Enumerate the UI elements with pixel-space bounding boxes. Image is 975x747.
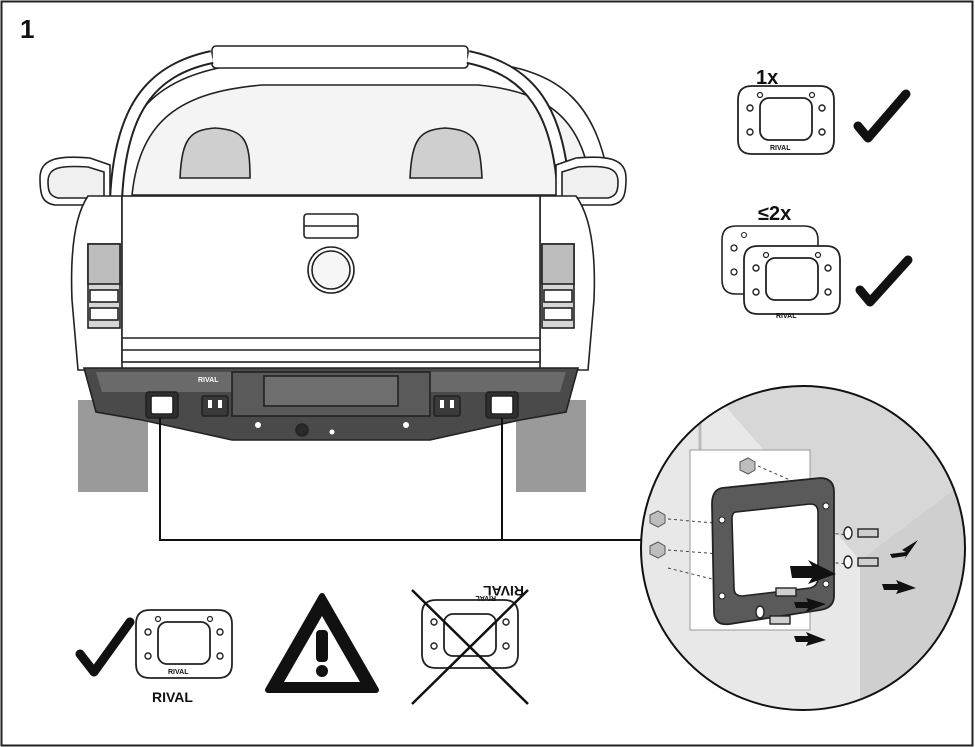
correct-orientation-plate bbox=[135, 609, 233, 679]
truck-rear-view bbox=[39, 45, 627, 492]
step-number: 1 bbox=[20, 14, 34, 44]
stacked-plates-icon bbox=[721, 225, 841, 315]
single-plate-count: 1x bbox=[756, 67, 778, 89]
brand-logo-text: RIVAL bbox=[152, 689, 193, 705]
incorrect-orientation-plate bbox=[411, 589, 529, 705]
single-plate-icon bbox=[737, 85, 835, 155]
incorrect-brand-logo-text: RIVAL bbox=[483, 583, 524, 599]
bumper-brand-label: RIVAL bbox=[198, 377, 219, 384]
check-icon bbox=[75, 617, 135, 677]
warning-icon bbox=[265, 593, 379, 693]
single-plate-brand: RIVAL bbox=[770, 145, 791, 152]
stacked-plate-brand: RIVAL bbox=[776, 313, 797, 320]
leader-lines bbox=[159, 418, 660, 541]
detail-zoom-circle bbox=[640, 385, 966, 711]
incorrect-plate-brand: RIVAL bbox=[475, 594, 496, 601]
check-icon bbox=[855, 255, 913, 307]
detail-plate-brand: RIVAL bbox=[767, 572, 792, 584]
check-icon bbox=[853, 89, 911, 143]
stacked-plate-count: ≤2x bbox=[758, 203, 791, 225]
correct-plate-brand: RIVAL bbox=[168, 669, 189, 676]
